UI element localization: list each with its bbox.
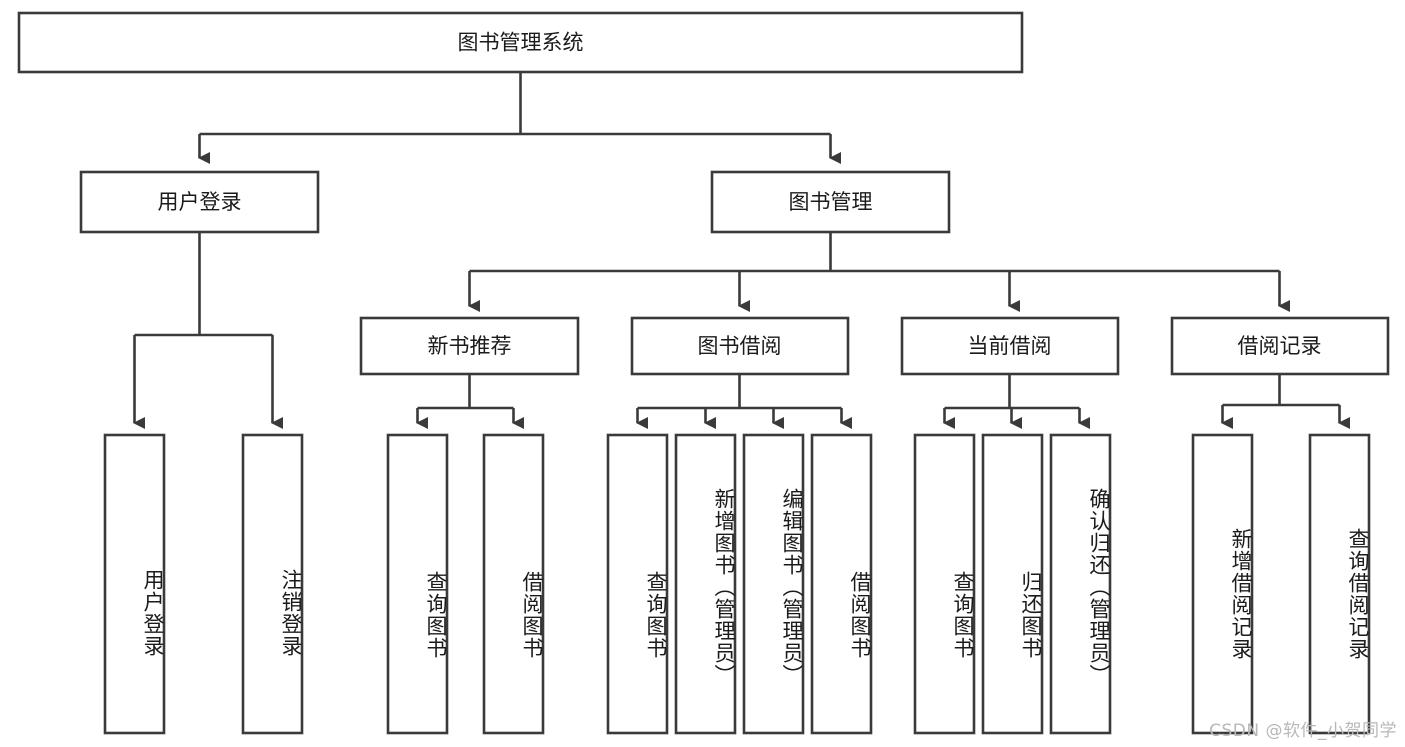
node-root-label: 图书管理系统 [458,31,584,55]
connector-group-book-borrow [636,374,852,429]
node-leaf-query-book-3[interactable] [913,433,976,735]
node-borrow-record[interactable] [1170,316,1390,376]
node-leaf-borrow-book-2[interactable] [810,433,873,735]
node-new-book-recommend[interactable] [359,316,580,376]
connector-group-borrow-record [1221,374,1350,429]
node-user-login[interactable] [79,170,320,234]
connector-group-new-book-recommend [416,374,524,429]
node-current-borrow-label: 当前借阅 [968,334,1052,358]
node-user-login-label: 用户登录 [158,190,242,214]
node-leaf-return-book[interactable] [981,433,1044,735]
node-leaf-confirm-return[interactable] [1049,433,1112,735]
node-leaf-logout-login[interactable] [241,433,304,735]
node-book-borrow[interactable] [630,316,850,376]
node-leaf-query-book-1[interactable] [386,433,449,735]
node-root[interactable] [17,11,1024,74]
node-leaf-borrow-book-1[interactable] [482,433,545,735]
node-book-borrow-label: 图书借阅 [698,334,782,358]
node-book-manage[interactable] [710,170,951,234]
connector-group-root [198,72,841,164]
node-new-book-recommend-label: 新书推荐 [428,334,512,358]
node-leaf-query-record[interactable] [1308,433,1371,735]
node-leaf-user-login[interactable] [103,433,166,735]
connector-group-user-login [133,232,283,429]
node-leaf-query-book-2[interactable] [606,433,669,735]
node-current-borrow[interactable] [900,316,1120,376]
connector-group-current-borrow [943,374,1090,429]
connector-group-book-manage [468,232,1290,312]
csdn-watermark: CSDN @软件_小贺同学 [1209,721,1397,741]
node-leaf-edit-book[interactable] [742,433,805,735]
node-borrow-record-label: 借阅记录 [1238,334,1322,358]
node-book-manage-label: 图书管理 [789,190,873,214]
node-leaf-add-record[interactable] [1191,433,1254,735]
node-leaf-add-book[interactable] [674,433,737,735]
